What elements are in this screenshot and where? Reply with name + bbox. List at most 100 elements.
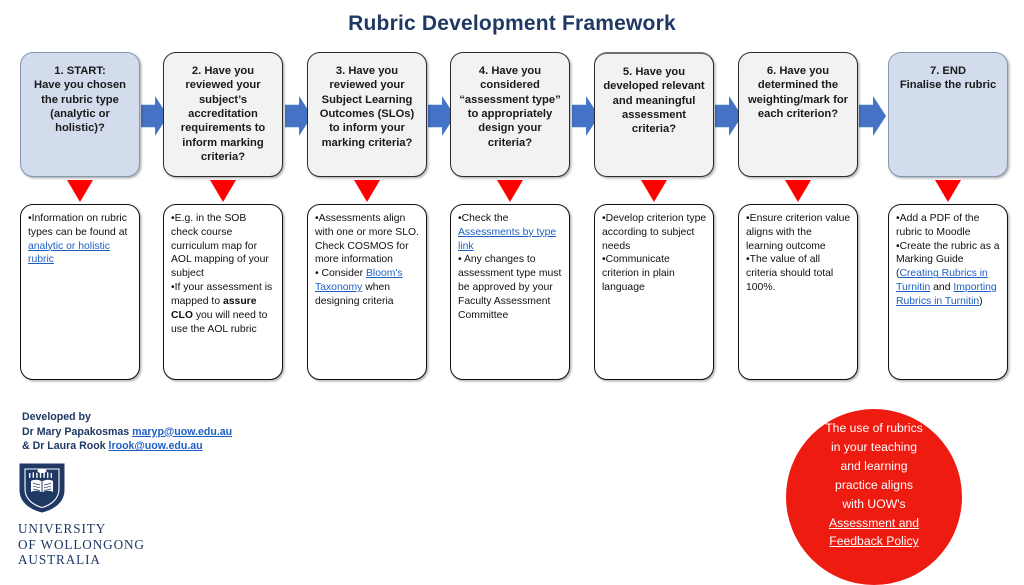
down-arrow-4 — [497, 180, 523, 202]
flow-arrow-6-to-7 — [859, 96, 886, 136]
uow-shield-icon — [18, 462, 66, 514]
step-box-4[interactable]: 4. Have you considered “assessment type”… — [450, 52, 570, 177]
author-2-email-link[interactable]: lrook@uow.edu.au — [108, 440, 203, 453]
step-box-5[interactable]: 5. Have you developed relevant and meani… — [594, 52, 714, 177]
step-2-line-4: accreditation — [188, 107, 258, 120]
step-3-line-3: Subject Learning — [321, 93, 413, 106]
policy-callout-circle[interactable]: The use of rubrics in your teaching and … — [786, 409, 962, 585]
detail-6-bullet-1: •Ensure criterion value aligns with the … — [746, 213, 851, 252]
detail-3-bullet-2: • Consider Bloom's Taxonomy when designi… — [315, 267, 420, 308]
uow-logo: UNIVERSITY OF WOLLONGONG AUSTRALIA — [18, 462, 168, 568]
detail-box-6[interactable]: •Ensure criterion value aligns with the … — [738, 204, 858, 380]
detail-1-text: •Information on rubric types can be foun… — [28, 212, 133, 267]
detail-box-2[interactable]: •E.g. in the SOB check course curriculum… — [163, 204, 283, 380]
down-arrow-7 — [935, 180, 961, 202]
detail-5-bullet-1: •Develop criterion type according to sub… — [602, 213, 707, 252]
detail-box-4[interactable]: •Check the Assessments by type link • An… — [450, 204, 570, 380]
circle-line-1: The use of rubrics — [825, 421, 923, 435]
circle-line-4: practice aligns — [835, 477, 913, 492]
circle-line-2: in your teaching — [830, 439, 918, 454]
step-2-line-1: 2. Have you — [191, 65, 255, 77]
step-3-line-4: Outcomes (SLOs) — [319, 107, 415, 120]
detail-6-bullet-2: •The value of all criteria should total … — [746, 254, 834, 294]
detail-4-bullet-1: •Check the Assessments by type link — [458, 212, 563, 253]
step-1-line-4: (analytic or — [50, 107, 110, 120]
detail-2-bullet-2: •If your assessment is mapped to assure … — [171, 281, 276, 336]
circle-line-5: with UOW's — [842, 496, 906, 511]
detail-5-bullet-2: •Communicate criterion in plain language — [602, 254, 675, 294]
page-title: Rubric Development Framework — [348, 12, 676, 35]
step-4-line-1: 4. Have you — [478, 65, 542, 77]
step-3-line-5: to inform your — [329, 122, 405, 135]
step-6-line-1: 6. Have you — [766, 65, 830, 77]
detail-7-bullet-1: •Add a PDF of the rubric to Moodle — [896, 213, 980, 238]
step-box-7[interactable]: 7. END Finalise the rubric — [888, 52, 1008, 177]
detail-box-1[interactable]: •Information on rubric types can be foun… — [20, 204, 140, 380]
author-1-name: Dr Mary Papakosmas — [22, 425, 133, 438]
step-box-3[interactable]: 3. Have you reviewed your Subject Learni… — [307, 52, 427, 177]
detail-1-pre: •Information on rubric types can be foun… — [28, 213, 128, 238]
link-assessment-feedback-policy-line2[interactable]: Feedback Policy — [829, 534, 919, 549]
step-4-line-5: design your criteria? — [478, 122, 542, 149]
step-box-2[interactable]: 2. Have you reviewed your subject’s accr… — [163, 52, 283, 177]
down-arrow-2 — [210, 180, 236, 202]
link-blooms-taxonomy[interactable]: Bloom's Taxonomy — [315, 268, 403, 294]
uow-logo-text: UNIVERSITY OF WOLLONGONG AUSTRALIA — [18, 521, 168, 568]
step-2-line-7: criteria? — [200, 150, 246, 163]
down-arrow-5 — [641, 180, 667, 202]
detail-7-pre: •Create the rubric as a Marking Guide ( — [896, 240, 1000, 280]
step-7-line-2: Finalise the rubric — [899, 79, 997, 92]
detail-2-pre: •If your assessment is mapped to — [171, 282, 273, 307]
step-5-line-3: and meaningful — [612, 94, 696, 107]
link-assessments-by-type[interactable]: Assessments by type link — [458, 226, 557, 252]
step-2-line-6: inform marking — [182, 136, 264, 149]
step-box-6[interactable]: 6. Have you determined the weighting/mar… — [738, 52, 858, 177]
step-5-line-1: 5. Have you — [622, 66, 686, 78]
step-1-line-2: Have you chosen — [33, 79, 127, 92]
down-arrow-1 — [67, 180, 93, 202]
step-3-line-6: marking criteria? — [321, 136, 413, 149]
step-6-line-4: each criterion? — [757, 107, 839, 120]
link-analytic-or-holistic-rubric[interactable]: analytic or holistic rubric — [28, 240, 111, 266]
step-7-line-1: 7. END — [929, 65, 967, 77]
step-2-line-2: reviewed your — [185, 79, 261, 92]
uow-logo-line-2: OF WOLLONGONG — [18, 536, 145, 552]
detail-box-7[interactable]: •Add a PDF of the rubric to Moodle •Crea… — [888, 204, 1008, 380]
step-box-1[interactable]: 1. START: Have you chosen the rubric typ… — [20, 52, 140, 177]
step-6-line-3: weighting/mark for — [747, 93, 849, 106]
detail-4-pre: •Check the — [458, 213, 509, 224]
detail-7-post: ) — [979, 295, 983, 307]
detail-2-bold-assure-clo: assure CLO — [171, 295, 257, 321]
step-1-line-1: 1. START: — [54, 65, 106, 77]
link-importing-rubrics-in-turnitin[interactable]: Importing Rubrics in Turnitin — [896, 282, 997, 307]
step-2-line-5: requirements to — [180, 122, 266, 135]
link-creating-rubrics-in-turnitin[interactable]: Creating Rubrics in Turnitin — [896, 268, 988, 294]
detail-box-5[interactable]: •Develop criterion type according to sub… — [594, 204, 714, 380]
detail-2-bullet-1: •E.g. in the SOB check course curriculum… — [171, 213, 269, 280]
step-5-line-4: assessment criteria? — [621, 108, 687, 136]
detail-7-mid: and — [930, 282, 954, 294]
circle-line-3: and learning — [840, 458, 908, 473]
step-2-line-3: subject’s — [198, 93, 248, 106]
detail-3-bullet-1: •Assessments align with one or more SLO.… — [315, 213, 419, 266]
credits-author-1: Dr Mary Papakosmas maryp@uow.edu.au — [22, 425, 232, 440]
credits-heading: Developed by — [22, 411, 91, 423]
author-2-name: & Dr Laura Rook — [22, 440, 109, 453]
step-6-line-2: determined the — [757, 79, 839, 92]
link-assessment-feedback-policy-line1[interactable]: Assessment and — [828, 515, 920, 530]
uow-logo-line-1: UNIVERSITY — [18, 521, 107, 536]
detail-7-bullet-2: •Create the rubric as a Marking Guide (C… — [896, 240, 1001, 309]
credits-author-2: & Dr Laura Rook lrook@uow.edu.au — [22, 439, 232, 454]
detail-box-3[interactable]: •Assessments align with one or more SLO.… — [307, 204, 427, 380]
step-4-line-3: “assessment type” — [459, 93, 561, 106]
author-1-email-link[interactable]: maryp@uow.edu.au — [132, 425, 233, 438]
step-4-line-4: to appropriately — [467, 107, 553, 120]
step-5-line-2: developed relevant — [603, 80, 705, 93]
down-arrow-3 — [354, 180, 380, 202]
detail-3-post: when designing criteria — [315, 282, 394, 307]
credits-block: Developed by Dr Mary Papakosmas maryp@uo… — [22, 410, 232, 454]
uow-logo-line-3: AUSTRALIA — [18, 552, 101, 568]
detail-4-bullet-2: • Any changes to assessment type must be… — [458, 254, 562, 321]
detail-3-pre: • Consider — [315, 268, 366, 280]
